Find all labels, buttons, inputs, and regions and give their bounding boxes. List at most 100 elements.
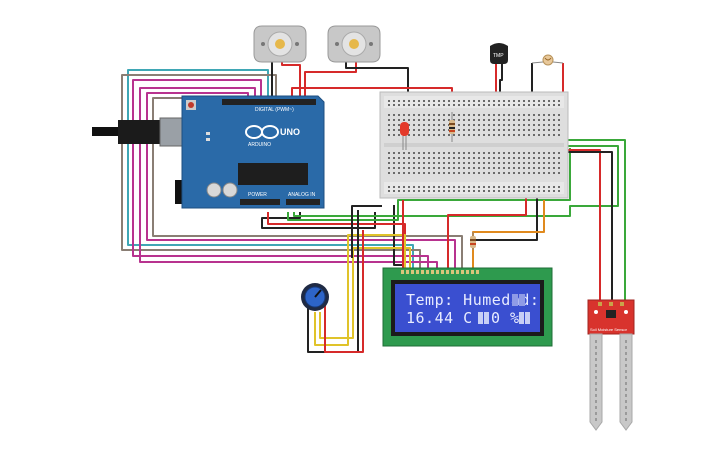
photoresistor[interactable] bbox=[531, 54, 564, 66]
breadboard-hole bbox=[468, 104, 470, 106]
breadboard-hole bbox=[393, 190, 395, 192]
breadboard-hole bbox=[448, 172, 450, 174]
breadboard-hole bbox=[398, 162, 400, 164]
breadboard-hole bbox=[393, 129, 395, 131]
lcd-pin-header bbox=[401, 270, 479, 274]
header-digital-label: DIGITAL (PWM~) bbox=[255, 107, 294, 113]
breadboard-hole bbox=[528, 100, 530, 102]
wire-motor2-black[interactable] bbox=[345, 60, 409, 92]
wire-green-1[interactable] bbox=[287, 148, 571, 221]
breadboard-hole bbox=[548, 119, 550, 121]
wire-magenta-1[interactable] bbox=[132, 79, 429, 268]
breadboard-hole bbox=[433, 114, 435, 116]
breadboard-hole bbox=[418, 114, 420, 116]
breadboard-hole bbox=[433, 124, 435, 126]
breadboard-hole bbox=[443, 172, 445, 174]
breadboard-hole bbox=[493, 104, 495, 106]
wire-yellow-pot[interactable] bbox=[314, 234, 406, 346]
breadboard-hole bbox=[463, 100, 465, 102]
wire-yellow-pot-2[interactable] bbox=[319, 247, 411, 339]
breadboard-hole bbox=[393, 100, 395, 102]
arduino-logo bbox=[245, 125, 279, 139]
breadboard-hole bbox=[408, 100, 410, 102]
breadboard-hole bbox=[428, 152, 430, 154]
breadboard-hole bbox=[543, 152, 545, 154]
breadboard-hole bbox=[458, 157, 460, 159]
breadboard-hole bbox=[508, 119, 510, 121]
breadboard[interactable] bbox=[379, 91, 569, 199]
breadboard-hole bbox=[408, 157, 410, 159]
breadboard-hole bbox=[408, 124, 410, 126]
breadboard-hole bbox=[403, 190, 405, 192]
resistor-2[interactable] bbox=[470, 232, 476, 250]
temperature-sensor[interactable]: TMP bbox=[490, 43, 508, 64]
breadboard-hole bbox=[493, 100, 495, 102]
breadboard-hole bbox=[528, 172, 530, 174]
prong-trace bbox=[595, 418, 597, 421]
breadboard-hole bbox=[463, 119, 465, 121]
breadboard-hole bbox=[533, 104, 535, 106]
breadboard-hole bbox=[413, 152, 415, 154]
breadboard-hole bbox=[458, 186, 460, 188]
breadboard-hole bbox=[508, 186, 510, 188]
breadboard-hole bbox=[548, 162, 550, 164]
breadboard-hole bbox=[423, 190, 425, 192]
breadboard-hole bbox=[488, 129, 490, 131]
breadboard-hole bbox=[528, 157, 530, 159]
breadboard-hole bbox=[538, 129, 540, 131]
breadboard-hole bbox=[523, 167, 525, 169]
breadboard-hole bbox=[398, 186, 400, 188]
wire-orange[interactable] bbox=[472, 200, 545, 268]
breadboard-hole bbox=[438, 162, 440, 164]
breadboard-hole bbox=[433, 190, 435, 192]
potentiometer[interactable] bbox=[301, 283, 329, 311]
breadboard-hole bbox=[548, 152, 550, 154]
breadboard-hole bbox=[463, 190, 465, 192]
breadboard-hole bbox=[488, 134, 490, 136]
prong-trace bbox=[595, 352, 597, 355]
prong-trace bbox=[625, 364, 627, 367]
prong-trace bbox=[625, 370, 627, 373]
red-led[interactable] bbox=[400, 122, 409, 150]
soil-moisture-sensor[interactable]: Soil Moisture Sensor bbox=[587, 299, 635, 431]
breadboard-hole bbox=[423, 157, 425, 159]
breadboard-hole bbox=[548, 134, 550, 136]
wire-black-2[interactable] bbox=[351, 205, 382, 258]
breadboard-hole bbox=[538, 114, 540, 116]
arduino-uno[interactable]: UNO ARDUINO DIGITAL (PWM~) POWER ANALOG … bbox=[92, 95, 325, 209]
breadboard-hole bbox=[403, 152, 405, 154]
breadboard-hole bbox=[533, 129, 535, 131]
breadboard-hole bbox=[423, 124, 425, 126]
sensor-pins bbox=[598, 302, 624, 306]
breadboard-hole bbox=[533, 186, 535, 188]
breadboard-hole bbox=[483, 119, 485, 121]
wire-magenta-3[interactable] bbox=[146, 92, 456, 268]
breadboard-hole bbox=[403, 162, 405, 164]
breadboard-hole bbox=[463, 114, 465, 116]
dc-motor-1[interactable] bbox=[253, 25, 307, 63]
resistor-1[interactable] bbox=[449, 112, 455, 142]
breadboard-hole bbox=[493, 186, 495, 188]
breadboard-hole bbox=[513, 104, 515, 106]
breadboard-hole bbox=[543, 129, 545, 131]
wire-red-pot[interactable] bbox=[324, 230, 364, 353]
breadboard-hole bbox=[433, 134, 435, 136]
lcd-pin bbox=[466, 270, 469, 274]
breadboard-hole bbox=[483, 129, 485, 131]
breadboard-hole bbox=[458, 104, 460, 106]
breadboard-hole bbox=[538, 162, 540, 164]
lcd-pin bbox=[446, 270, 449, 274]
wire-gray[interactable] bbox=[121, 74, 421, 268]
lcd-display[interactable]: Temp: Humedad: 16.44 C 0 % bbox=[382, 267, 553, 347]
reset-button-cap[interactable] bbox=[188, 102, 194, 108]
breadboard-hole bbox=[498, 162, 500, 164]
wire-motor2-red[interactable] bbox=[304, 60, 357, 100]
lcd-screen bbox=[395, 284, 540, 332]
breadboard-hole bbox=[458, 114, 460, 116]
breadboard-hole bbox=[533, 100, 535, 102]
dc-motor-2[interactable] bbox=[327, 25, 381, 63]
wire-magenta-2[interactable] bbox=[139, 87, 438, 268]
sensor-chip bbox=[606, 310, 616, 318]
breadboard-hole bbox=[473, 152, 475, 154]
breadboard-hole bbox=[388, 134, 390, 136]
